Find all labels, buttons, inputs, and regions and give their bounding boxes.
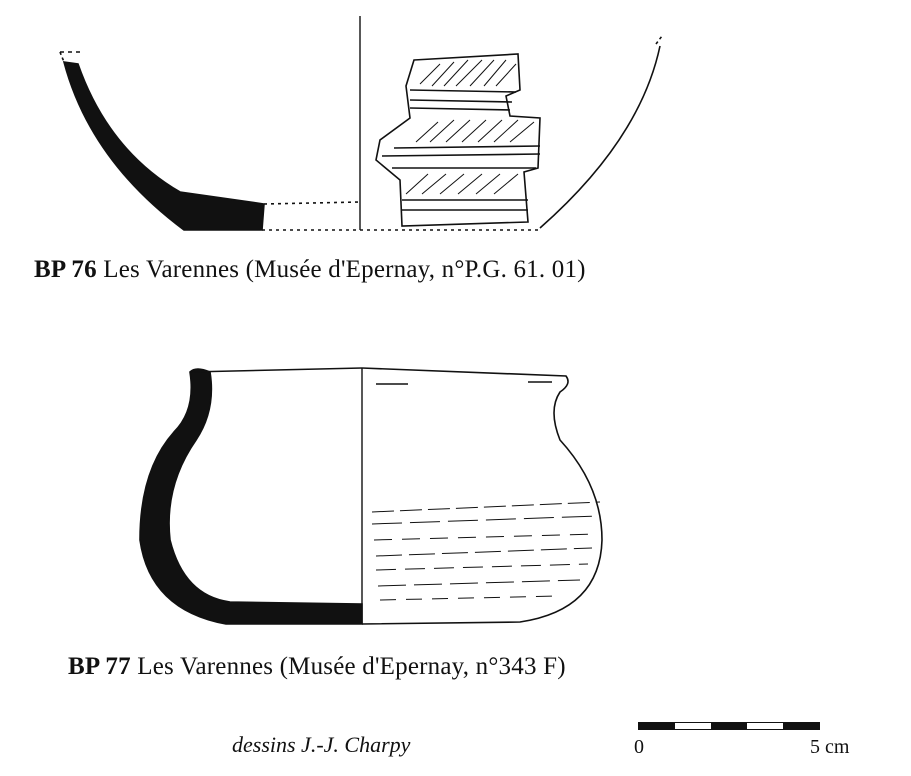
caption-bp76-text: Les Varennes (Musée d'Epernay, n°P.G. 61… xyxy=(96,256,586,283)
scale-end-label: 5 cm xyxy=(810,736,850,758)
scale-start-label: 0 xyxy=(634,736,644,758)
scale-bar: 0 5 cm xyxy=(630,716,870,772)
vessel-bp76-drawing xyxy=(59,16,663,231)
caption-bp77-text: Les Varennes (Musée d'Epernay, n°343 F) xyxy=(130,653,566,680)
scale-bar-graphic xyxy=(638,722,820,730)
scale-segment xyxy=(639,723,675,729)
scale-segment xyxy=(711,723,747,729)
vessel-bp76-section xyxy=(62,61,265,231)
vessel-bp76-sherd xyxy=(375,53,541,227)
caption-bp77-code: BP 77 xyxy=(68,653,131,680)
caption-bp77: BP 77 Les Varennes (Musée d'Epernay, n°3… xyxy=(68,653,566,681)
vessel-bp77-section xyxy=(139,368,363,625)
scale-segment xyxy=(783,723,819,729)
scale-segment xyxy=(747,723,783,729)
scale-segment xyxy=(675,723,711,729)
caption-bp76: BP 76 Les Varennes (Musée d'Epernay, n°P… xyxy=(34,256,586,284)
caption-bp76-code: BP 76 xyxy=(34,256,97,283)
drawing-credit: dessins J.-J. Charpy xyxy=(232,732,411,757)
vessel-bp77-drawing xyxy=(139,367,603,625)
